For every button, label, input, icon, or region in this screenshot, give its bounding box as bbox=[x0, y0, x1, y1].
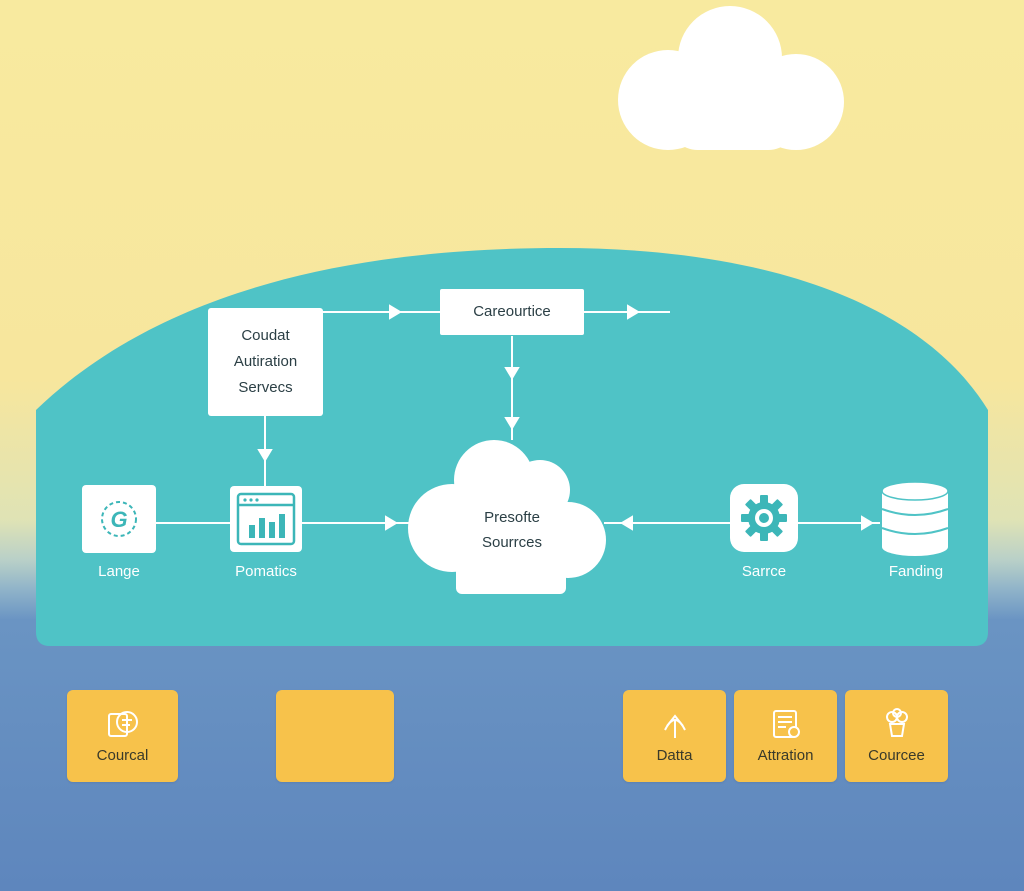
database-icon[interactable] bbox=[880, 481, 950, 557]
cloud-line-2: Sourrces bbox=[481, 534, 543, 551]
box-line-2: Autiration bbox=[233, 353, 298, 370]
sarrce-label: Sarrce bbox=[741, 563, 787, 580]
lange-label: Lange bbox=[98, 563, 140, 580]
careourtice-label: Careourtice bbox=[473, 303, 551, 320]
courcee-label: Courcee bbox=[868, 747, 925, 764]
courcee-tile[interactable]: Courcee bbox=[845, 690, 948, 782]
autiration-services-box[interactable]: Coudat Autiration Servecs bbox=[208, 308, 323, 416]
attration-label: Attration bbox=[757, 747, 814, 764]
attration-tile[interactable]: Attration bbox=[734, 690, 837, 782]
sky-cloud-icon bbox=[618, 6, 844, 150]
svg-text:G: G bbox=[110, 507, 127, 532]
courcal-label: Courcal bbox=[96, 747, 149, 764]
plant-pot-icon bbox=[885, 708, 908, 737]
box-line-3: Servecs bbox=[238, 379, 293, 396]
box-line-1: Coudat bbox=[241, 327, 290, 344]
pomatics-node[interactable] bbox=[230, 486, 302, 552]
g-logo-icon: G bbox=[101, 501, 137, 537]
gear-icon bbox=[741, 495, 787, 541]
cloud-line-1: Presofte bbox=[484, 509, 540, 526]
courcal-tile[interactable]: Courcal bbox=[67, 690, 178, 782]
document-check-icon bbox=[772, 710, 800, 738]
blank-tile[interactable] bbox=[276, 690, 394, 782]
bar-chart-window-icon bbox=[236, 492, 296, 546]
sarrce-node[interactable] bbox=[730, 484, 798, 552]
datta-tile[interactable]: Datta bbox=[623, 690, 726, 782]
tree-upload-icon bbox=[663, 714, 686, 738]
pomatics-label: Pomatics bbox=[235, 563, 297, 580]
lange-node[interactable]: G bbox=[82, 485, 156, 553]
central-cloud-icon[interactable] bbox=[404, 432, 608, 596]
careourtice-box[interactable]: Careourtice bbox=[440, 289, 584, 335]
chat-document-icon bbox=[107, 711, 138, 737]
fanding-label: Fanding bbox=[888, 563, 944, 580]
datta-label: Datta bbox=[656, 747, 693, 764]
